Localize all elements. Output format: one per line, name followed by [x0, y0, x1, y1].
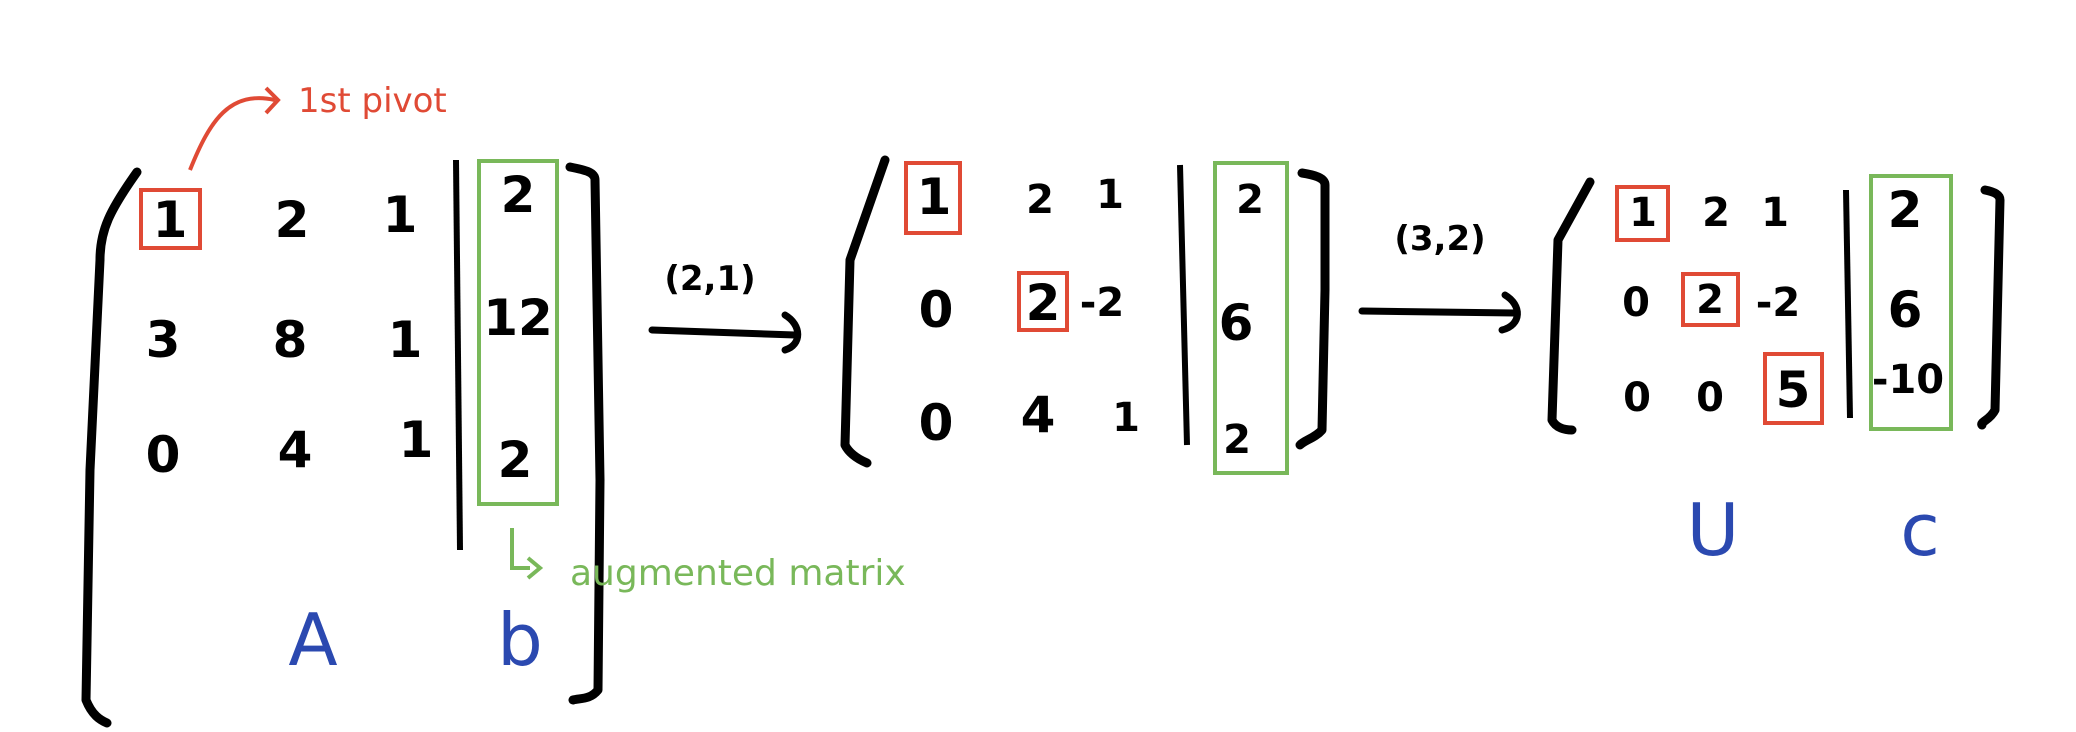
right-bracket: [1977, 185, 2005, 430]
entry: 8: [273, 311, 308, 369]
entry: 2: [1702, 190, 1730, 236]
augment-divider: [453, 159, 463, 551]
pivot-label: 1st pivot: [298, 81, 447, 121]
label-c: c: [1900, 488, 1940, 572]
step2-arrow: [1358, 307, 1519, 317]
pivot-arrow: [188, 96, 276, 171]
pivot-box: [1615, 185, 1670, 242]
left-bracket: [1547, 177, 1595, 435]
matrix-u-augmented: 1 2 1 0 2 -2 0 0 5 2 6 -10: [1547, 174, 2005, 435]
rhs-entry: 12: [483, 289, 553, 347]
left-bracket: [840, 155, 890, 468]
pivot-arrow-head: [264, 86, 281, 115]
rhs-entry: 2: [498, 431, 533, 489]
right-bracket: [565, 162, 605, 705]
rhs-box: [1869, 174, 1953, 431]
entry: 0: [1696, 375, 1724, 421]
entry: 0: [919, 281, 954, 339]
entry: 4: [278, 421, 313, 479]
entry: 1: [917, 168, 952, 226]
step1-arrow-head: [781, 311, 802, 354]
entry: 0: [1622, 280, 1650, 326]
entry: 2: [1696, 277, 1724, 323]
entry: 0: [1623, 375, 1651, 421]
entry: 1: [399, 411, 434, 469]
step1-arrow: [648, 326, 799, 339]
left-bracket: [81, 167, 142, 728]
label-a: A: [288, 598, 337, 682]
entry: 1: [1112, 395, 1140, 441]
augment-divider: [1843, 189, 1853, 419]
pivot-box: [1681, 272, 1740, 327]
entry: 1: [153, 191, 188, 249]
entry: -2: [1080, 280, 1124, 326]
entry: 3: [146, 311, 181, 369]
entry: 2: [1026, 177, 1054, 223]
pivot-box: [1017, 271, 1069, 332]
rhs-entry: 2: [1888, 181, 1923, 239]
entry: 4: [1021, 386, 1056, 444]
rhs-entry: 6: [1219, 294, 1254, 352]
step2-label: (3,2): [1394, 219, 1485, 259]
augmented-label: augmented matrix: [570, 553, 906, 594]
augment-divider: [1177, 164, 1190, 446]
entry: 0: [919, 394, 954, 452]
rhs-entry: 2: [1236, 177, 1264, 223]
matrix-step1: 1 2 1 0 2 -2 0 4 1 2 6 2: [840, 155, 1330, 475]
rhs-box: [1213, 161, 1289, 475]
right-bracket: [1295, 168, 1330, 450]
entry: 1: [1629, 190, 1657, 236]
entry: 1: [388, 311, 423, 369]
pivot-box: [904, 161, 962, 235]
entry: 2: [1026, 274, 1061, 332]
entry: 2: [275, 191, 310, 249]
rhs-entry: 6: [1888, 281, 1923, 339]
entry: 5: [1776, 361, 1811, 419]
entry: 1: [383, 186, 418, 244]
step2-arrow-head: [1498, 291, 1521, 334]
rhs-entry: 2: [1223, 417, 1251, 463]
step1-label: (2,1): [664, 259, 755, 299]
entry: -2: [1756, 280, 1800, 326]
entry: 1: [1096, 172, 1124, 218]
rhs-entry: 2: [501, 166, 536, 224]
pivot-box: [1763, 352, 1824, 425]
entry: 0: [146, 426, 181, 484]
augmented-arrow-head: [526, 556, 544, 580]
label-b: b: [497, 598, 543, 682]
pivot-box: [139, 188, 202, 250]
label-u: U: [1687, 488, 1740, 572]
entry: 1: [1761, 190, 1789, 236]
rhs-box: [477, 159, 559, 506]
augmented-arrow: [510, 528, 530, 570]
rhs-entry: -10: [1872, 357, 1944, 403]
matrix-a-augmented: 1 2 1 3 8 1 0 4 1 2 12 2: [81, 159, 605, 728]
